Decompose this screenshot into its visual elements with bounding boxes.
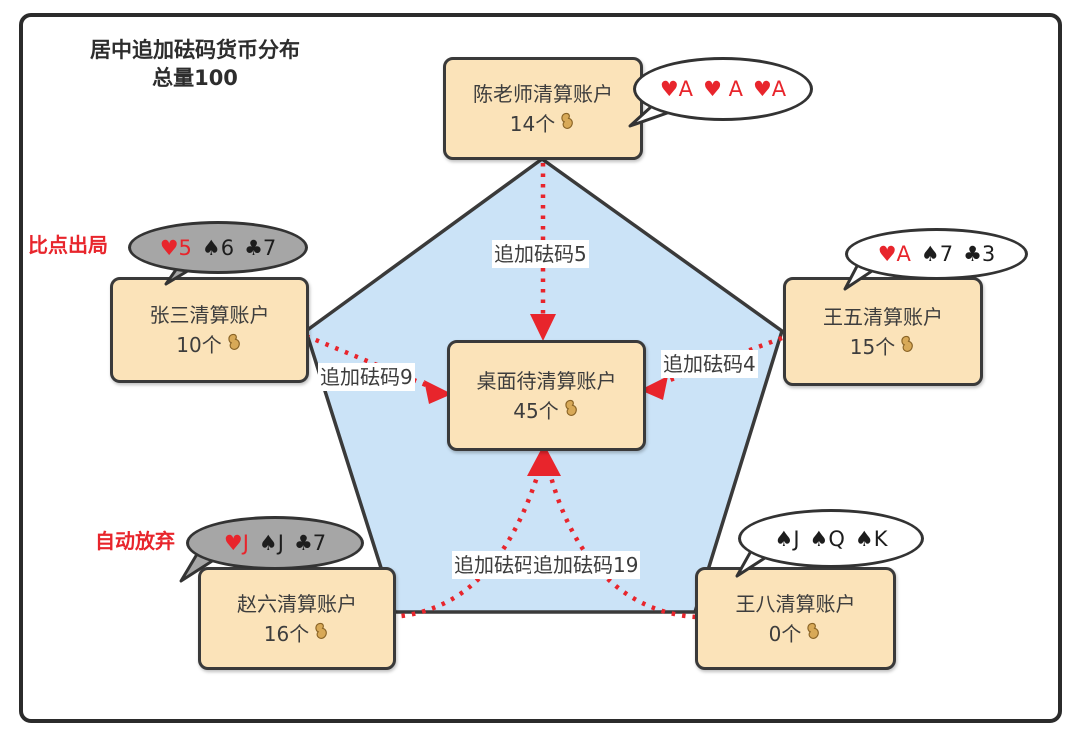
account-name: 王五清算账户	[823, 304, 943, 329]
bubble-zhangsan-cards: ♥5 ♠6 ♣7	[128, 221, 308, 274]
flow-label-zhangsan: 追加砝码9	[318, 363, 415, 391]
card-value: ♣7	[293, 531, 327, 555]
flow-label-zhaoliu: 追加砝码	[452, 551, 537, 579]
node-center-pot-account: 桌面待清算账户 45个	[447, 340, 646, 451]
peanut-icon	[561, 396, 580, 426]
card-value: ♠J	[774, 526, 800, 551]
card-value: ♠J	[258, 531, 284, 555]
peanut-icon	[224, 330, 243, 360]
bubble-wangba-cards: ♠J ♠Q ♠K	[738, 509, 924, 568]
card-value: ♥A	[877, 242, 911, 266]
title-line-1: 居中追加砝码货币分布	[90, 38, 300, 62]
bubble-zhaoliu-cards: ♥J ♠J ♣7	[186, 516, 364, 570]
account-count: 16个	[263, 621, 310, 646]
bubble-chen-cards: ♥A ♥ A ♥A	[633, 57, 813, 121]
card-value: ♣7	[244, 235, 277, 260]
node-zhaoliu-account: 赵六清算账户 16个	[198, 567, 396, 670]
account-name: 赵六清算账户	[237, 591, 357, 616]
account-count: 45个	[513, 398, 559, 423]
flow-label-wangba: 追加砝码19	[531, 551, 641, 579]
card-value: ♥J	[223, 531, 249, 555]
account-count: 10个	[176, 333, 222, 357]
account-count: 0个	[768, 621, 802, 646]
status-zhangsan: 比点出局	[28, 233, 108, 257]
card-value: ♠6	[201, 235, 235, 260]
peanut-icon	[803, 619, 822, 649]
node-wangba-account: 王八清算账户 0个	[695, 567, 896, 670]
account-name: 桌面待清算账户	[476, 368, 617, 393]
node-zhangsan-account: 张三清算账户 10个	[110, 277, 309, 383]
account-name: 王八清算账户	[735, 591, 856, 616]
card-value: ♥A	[659, 77, 694, 101]
title-line-2: 总量100	[152, 66, 238, 91]
status-zhaoliu: 自动放弃	[95, 529, 175, 553]
peanut-icon	[897, 332, 916, 362]
card-value: ♠7	[920, 242, 954, 266]
card-value: ♠K	[854, 526, 888, 551]
card-value: ♠Q	[809, 526, 845, 551]
peanut-icon	[311, 619, 330, 649]
card-value: ♣3	[963, 242, 996, 266]
bubble-wangwu-cards: ♥A ♠7 ♣3	[845, 228, 1028, 280]
card-value: ♥5	[159, 235, 192, 260]
account-count: 14个	[509, 111, 556, 136]
peanut-icon	[557, 109, 576, 139]
account-name: 张三清算账户	[149, 303, 270, 327]
flow-label-chen: 追加砝码5	[492, 240, 589, 268]
account-name: 陈老师清算账户	[473, 81, 613, 106]
flow-label-wangwu: 追加砝码4	[661, 350, 758, 378]
card-value: ♥A	[752, 77, 787, 101]
node-wangwu-account: 王五清算账户 15个	[783, 277, 983, 386]
account-count: 15个	[849, 334, 896, 359]
card-value: ♥ A	[703, 77, 743, 101]
page-title: 居中追加砝码货币分布 总量100	[35, 36, 355, 93]
node-chen-account: 陈老师清算账户 14个	[443, 57, 643, 160]
